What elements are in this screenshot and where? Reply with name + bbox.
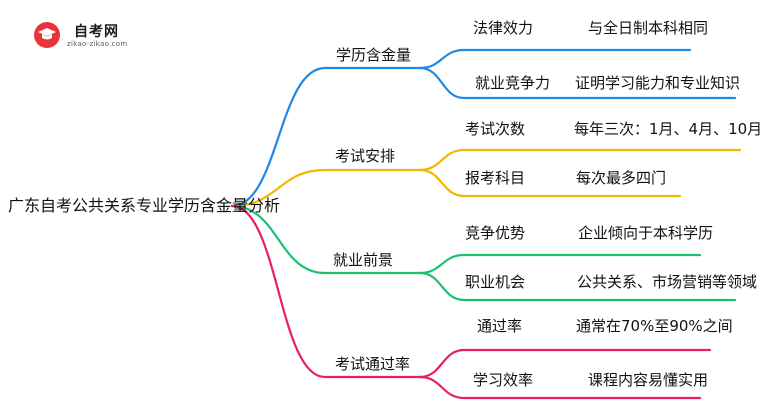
branch-3-item-2-label: 职业机会 [465,273,526,291]
site-logo[interactable]: 自考网 zikao-zikao.com [34,18,144,52]
branch-2-connector [230,168,422,208]
branch-2-item-1-detail: 每年三次：1月、4月、10月 [574,120,762,138]
branch-2-item-2-label: 报考科目 [465,169,526,187]
branch-3-item-2-connector [418,271,737,302]
branch-2-item-2-connector [418,168,682,198]
branch-4-connector [230,204,422,379]
logo-name: 自考网 [74,24,119,40]
branch-4-label: 考试通过率 [335,355,411,373]
branch-4-item-1-detail: 通常在70%至90%之间 [576,317,733,335]
branch-4-item-2-connector [418,375,702,400]
branch-4-item-2-detail: 课程内容易懂实用 [588,371,709,389]
logo-url: zikao-zikao.com [67,40,128,48]
branch-2-item-1-connector [418,148,742,172]
branch-2-item-2-detail: 每次最多四门 [576,169,667,187]
branch-1-item-2-connector [418,66,737,100]
branch-1-item-1-detail: 与全日制本科相同 [588,19,709,37]
branch-1-label: 学历含金量 [336,46,412,64]
branch-4-item-1-connector [418,348,712,379]
branch-3-item-2-detail: 公共关系、市场营销等领域 [577,273,758,291]
branch-1-item-1-connector [418,48,692,70]
branch-3-connector [230,204,422,275]
branch-4-item-1-label: 通过率 [477,317,523,335]
branch-2-label: 考试安排 [335,147,396,165]
branch-4-item-2-label: 学习效率 [473,371,534,389]
graduation-cap-icon [34,22,60,48]
branch-1-item-2-label: 就业竞争力 [475,74,551,92]
branch-3-item-1-detail: 企业倾向于本科学历 [578,224,714,242]
branch-3-item-1-label: 竞争优势 [465,224,526,242]
branch-2-item-1-label: 考试次数 [465,120,526,138]
branch-1-item-1-label: 法律效力 [473,19,534,37]
branch-3-label: 就业前景 [333,251,394,269]
root-topic: 广东自考公共关系专业学历含金量分析 [8,196,281,215]
branch-1-connector [230,66,422,208]
branch-1-item-2-detail: 证明学习能力和专业知识 [575,74,741,92]
branch-3-item-1-connector [418,253,702,275]
